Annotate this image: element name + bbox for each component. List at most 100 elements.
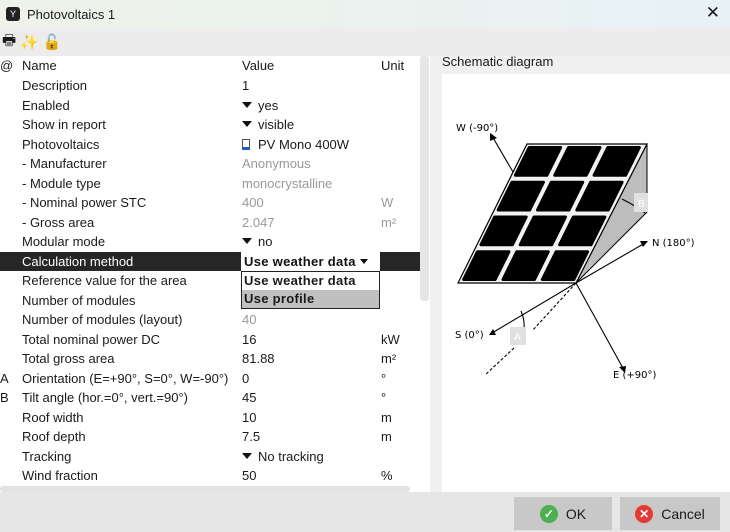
table-row[interactable]: - Manufacturer Anonymous — [0, 154, 420, 174]
option-use-weather-data[interactable]: Use weather data — [244, 273, 356, 288]
row-unit: m² — [381, 351, 397, 366]
row-value[interactable]: visible — [242, 115, 294, 135]
row-value[interactable]: 45 — [242, 390, 257, 405]
dashed-line — [531, 282, 577, 332]
table-row[interactable]: Reference value for the area — [0, 271, 420, 291]
north-arrow — [575, 242, 646, 284]
row-value[interactable]: 1 — [242, 78, 250, 93]
toolbar: 🖶 ✨ 🔓 — [0, 28, 730, 56]
solar-cell — [592, 145, 641, 177]
schematic-diagram: B A W (-90°) N (180°) S (0°) E (+90°) — [442, 74, 730, 492]
east-arrow — [575, 282, 625, 371]
header-marker: @ — [0, 58, 14, 73]
sparkle-icon[interactable]: ✨ — [20, 34, 39, 51]
west-arrow — [491, 135, 514, 173]
ok-button[interactable]: ✓ OK — [514, 497, 612, 530]
row-value[interactable]: 81.88 — [242, 351, 275, 366]
label-north: N (180°) — [652, 238, 695, 249]
row-name: Show in report — [22, 117, 106, 132]
table-row[interactable]: - Gross area 2.047 m² — [0, 213, 420, 233]
row-value[interactable]: 2.047 — [242, 214, 275, 230]
label-b-box — [634, 193, 648, 212]
row-name: Photovoltaics — [22, 136, 100, 152]
dropdown-arrow-icon — [242, 238, 252, 244]
row-value[interactable]: 40 — [242, 312, 257, 327]
close-icon[interactable]: ✕ — [705, 3, 720, 22]
option-use-profile[interactable]: Use profile — [242, 290, 379, 308]
row-name: Reference value for the area — [22, 273, 187, 288]
row-value: Use weather data — [244, 253, 356, 269]
row-value[interactable]: monocrystalline — [242, 175, 333, 191]
solar-cell — [513, 145, 563, 177]
row-name: Orientation (E=+90°, S=0°, W=-90°) — [22, 370, 229, 386]
table-row[interactable]: - Nominal power STC 400 W — [0, 193, 420, 213]
table-row[interactable]: Number of modules (layout)40 — [0, 310, 420, 330]
row-name: Total nominal power DC — [22, 331, 161, 347]
table-row[interactable]: Photovoltaics PV Mono 400W — [0, 135, 420, 155]
row-value[interactable]: No tracking — [242, 447, 324, 467]
solar-cell — [479, 215, 528, 247]
east-arrowhead — [619, 366, 626, 373]
south-arrow — [491, 282, 577, 334]
row-value-text: visible — [258, 117, 295, 132]
west-arrowhead — [490, 133, 497, 141]
row-name: Description — [22, 78, 88, 93]
row-value[interactable]: PV Mono 400W — [242, 135, 349, 155]
label-a-box — [510, 327, 526, 345]
table-row[interactable]: Description 1 — [0, 76, 420, 96]
row-value[interactable]: 10 — [242, 409, 257, 425]
panel-cells — [462, 145, 641, 282]
row-name: Number of modules — [22, 292, 136, 308]
row-name: Total gross area — [22, 351, 115, 366]
table-row[interactable]: Total nominal power DC 16 kW — [0, 330, 420, 350]
table-row[interactable]: Modular mode no — [0, 232, 420, 252]
calculation-method-combo[interactable]: Use weather data — [241, 251, 380, 271]
row-value[interactable]: 7.5 — [242, 429, 261, 444]
row-value[interactable]: no — [242, 232, 272, 252]
horizontal-scrollbar[interactable] — [0, 486, 410, 492]
row-value[interactable]: 0 — [242, 370, 250, 386]
row-name: Enabled — [22, 97, 70, 113]
row-value-text: no — [258, 234, 273, 249]
row-unit: % — [381, 468, 393, 483]
table-row[interactable]: Show in report visible — [0, 115, 420, 135]
table-row[interactable]: Total gross area 81.88 m² — [0, 349, 420, 369]
table-row[interactable]: Number of modules — [0, 291, 420, 311]
row-value[interactable]: 16 — [242, 331, 257, 347]
module-icon — [242, 138, 250, 150]
row-unit: W — [381, 195, 394, 210]
vertical-scrollbar[interactable] — [420, 56, 429, 301]
row-name: - Nominal power STC — [22, 195, 147, 210]
unlock-icon[interactable]: 🔓 — [42, 34, 62, 51]
calculation-method-dropdown[interactable]: Use weather data Use profile — [241, 271, 380, 309]
row-value[interactable]: yes — [242, 96, 278, 116]
row-name: - Manufacturer — [22, 156, 107, 171]
cancel-button[interactable]: ✕ Cancel — [620, 497, 720, 530]
row-unit: m² — [381, 214, 397, 230]
table-row[interactable]: Calculation method Use weather data — [0, 251, 420, 271]
solar-cell — [501, 250, 550, 282]
row-name: Modular mode — [22, 234, 106, 249]
row-value[interactable]: Anonymous — [242, 156, 311, 171]
row-name: - Gross area — [22, 214, 95, 230]
row-value-text: PV Mono 400W — [258, 136, 350, 152]
label-west: W (-90°) — [456, 123, 498, 134]
printer-icon[interactable]: 🖶 — [2, 31, 17, 49]
cancel-label: Cancel — [661, 505, 705, 522]
row-value[interactable]: 50 — [242, 468, 257, 483]
table-row[interactable]: Enabled yes — [0, 96, 420, 116]
row-unit: kW — [381, 331, 400, 347]
dropdown-arrow-icon — [242, 452, 252, 459]
row-value[interactable]: 400 — [242, 195, 264, 210]
row-marker: B — [0, 390, 9, 405]
row-name: Calculation method — [22, 253, 134, 269]
solar-cell — [540, 250, 590, 282]
